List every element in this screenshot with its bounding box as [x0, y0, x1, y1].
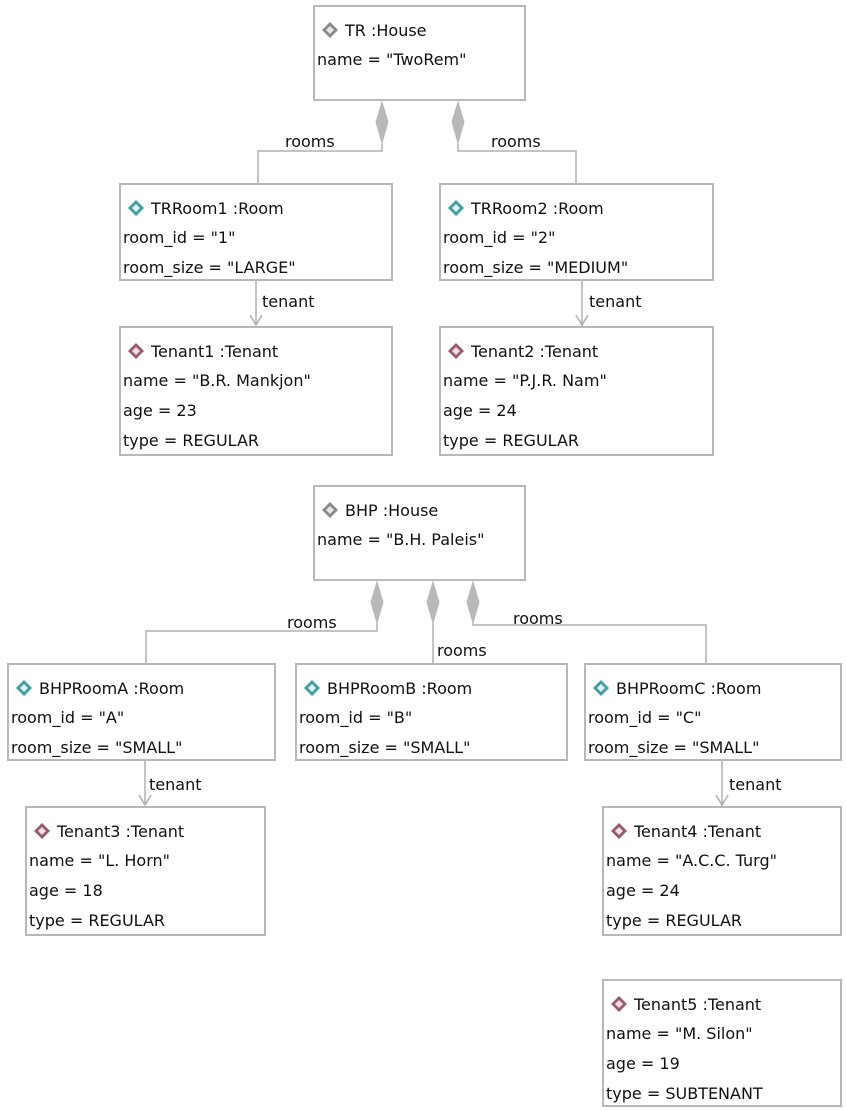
object-attribute: room_size = "MEDIUM" — [443, 258, 629, 277]
object-node-trroom1[interactable]: TRRoom1 :Room room_id = "1" room_size = … — [119, 183, 393, 281]
object-attribute: type = SUBTENANT — [606, 1084, 763, 1103]
object-title: Tenant1 :Tenant — [151, 341, 279, 361]
object-attribute: age = 18 — [29, 881, 103, 900]
house-object-icon — [322, 502, 338, 518]
object-title: Tenant3 :Tenant — [57, 821, 185, 841]
object-node-tr[interactable]: TR :House name = "TwoRem" — [313, 5, 526, 101]
composition-link — [472, 623, 707, 663]
edge-label-tenant: tenant — [729, 775, 782, 794]
object-title: Tenant5 :Tenant — [634, 994, 762, 1014]
edge-label-tenant: tenant — [149, 775, 202, 794]
object-attribute: age = 24 — [443, 401, 517, 420]
object-attribute: room_size = "SMALL" — [11, 738, 183, 757]
composition-link — [457, 143, 577, 183]
object-title: Tenant2 :Tenant — [471, 341, 599, 361]
composition-diamond-icon — [426, 580, 440, 625]
room-object-icon — [128, 200, 144, 216]
composition-diamond-icon — [375, 100, 389, 145]
tenant-object-icon — [448, 343, 464, 359]
object-attribute: name = "TwoRem" — [317, 50, 467, 69]
object-node-bhp[interactable]: BHP :House name = "B.H. Paleis" — [313, 485, 526, 581]
object-attribute: age = 19 — [606, 1054, 680, 1073]
object-title: BHPRoomB :Room — [327, 678, 473, 698]
object-attribute: name = "P.J.R. Nam" — [443, 371, 607, 390]
edge-label-rooms: rooms — [437, 641, 487, 660]
edge-label-rooms: rooms — [285, 132, 335, 151]
object-title: TR :House — [345, 20, 427, 40]
object-attribute: name = "B.H. Paleis" — [317, 530, 485, 549]
object-node-bhproomA[interactable]: BHPRoomA :Room room_id = "A" room_size =… — [7, 663, 276, 761]
object-title: TRRoom2 :Room — [471, 198, 604, 218]
object-attribute: room_id = "1" — [123, 228, 236, 247]
object-node-trroom2[interactable]: TRRoom2 :Room room_id = "2" room_size = … — [439, 183, 714, 281]
composition-diamond-icon — [466, 580, 480, 625]
room-object-icon — [16, 680, 32, 696]
object-title: TRRoom1 :Room — [151, 198, 284, 218]
object-attribute: room_id = "2" — [443, 228, 556, 247]
object-attribute: type = REGULAR — [29, 911, 165, 930]
object-attribute: name = "L. Horn" — [29, 851, 171, 870]
object-node-tenant5[interactable]: Tenant5 :Tenant name = "M. Silon" age = … — [602, 979, 842, 1107]
room-object-icon — [593, 680, 609, 696]
object-attribute: room_id = "A" — [11, 708, 125, 727]
arrow-head-icon — [138, 794, 152, 807]
object-attribute: room_size = "SMALL" — [588, 738, 760, 757]
object-title: Tenant4 :Tenant — [634, 821, 762, 841]
object-attribute: room_id = "C" — [588, 708, 702, 727]
object-attribute: room_size = "LARGE" — [123, 258, 296, 277]
object-attribute: room_id = "B" — [299, 708, 413, 727]
object-attribute: name = "B.R. Mankjon" — [123, 371, 311, 390]
object-node-tenant4[interactable]: Tenant4 :Tenant name = "A.C.C. Turg" age… — [602, 806, 842, 936]
room-object-icon — [448, 200, 464, 216]
edge-label-rooms: rooms — [287, 613, 337, 632]
object-attribute: age = 23 — [123, 401, 197, 420]
object-node-tenant2[interactable]: Tenant2 :Tenant name = "P.J.R. Nam" age … — [439, 326, 714, 456]
object-attribute: age = 24 — [606, 881, 680, 900]
object-node-bhproomC[interactable]: BHPRoomC :Room room_id = "C" room_size =… — [584, 663, 842, 761]
object-node-bhproomB[interactable]: BHPRoomB :Room room_id = "B" room_size =… — [295, 663, 568, 761]
object-node-tenant1[interactable]: Tenant1 :Tenant name = "B.R. Mankjon" ag… — [119, 326, 393, 456]
object-node-tenant3[interactable]: Tenant3 :Tenant name = "L. Horn" age = 1… — [25, 806, 266, 936]
composition-link — [145, 623, 378, 663]
composition-diamond-icon — [451, 100, 465, 145]
tenant-object-icon — [34, 823, 50, 839]
tenant-object-icon — [611, 823, 627, 839]
object-attribute: name = "M. Silon" — [606, 1024, 753, 1043]
arrow-head-icon — [715, 794, 729, 807]
object-attribute: type = REGULAR — [606, 911, 742, 930]
composition-link — [257, 143, 383, 183]
arrow-head-icon — [575, 314, 589, 327]
room-object-icon — [304, 680, 320, 696]
object-attribute: name = "A.C.C. Turg" — [606, 851, 777, 870]
object-title: BHP :House — [345, 500, 439, 520]
object-attribute: room_size = "SMALL" — [299, 738, 471, 757]
composition-diamond-icon — [370, 580, 384, 625]
object-title: BHPRoomC :Room — [616, 678, 762, 698]
house-object-icon — [322, 22, 338, 38]
object-attribute: type = REGULAR — [123, 431, 259, 450]
arrow-head-icon — [249, 314, 263, 327]
object-attribute: type = REGULAR — [443, 431, 579, 450]
edge-label-rooms: rooms — [513, 609, 563, 628]
edge-label-tenant: tenant — [589, 292, 642, 311]
tenant-object-icon — [128, 343, 144, 359]
tenant-object-icon — [611, 996, 627, 1012]
edge-label-rooms: rooms — [491, 132, 541, 151]
edge-label-tenant: tenant — [262, 292, 315, 311]
object-title: BHPRoomA :Room — [39, 678, 185, 698]
